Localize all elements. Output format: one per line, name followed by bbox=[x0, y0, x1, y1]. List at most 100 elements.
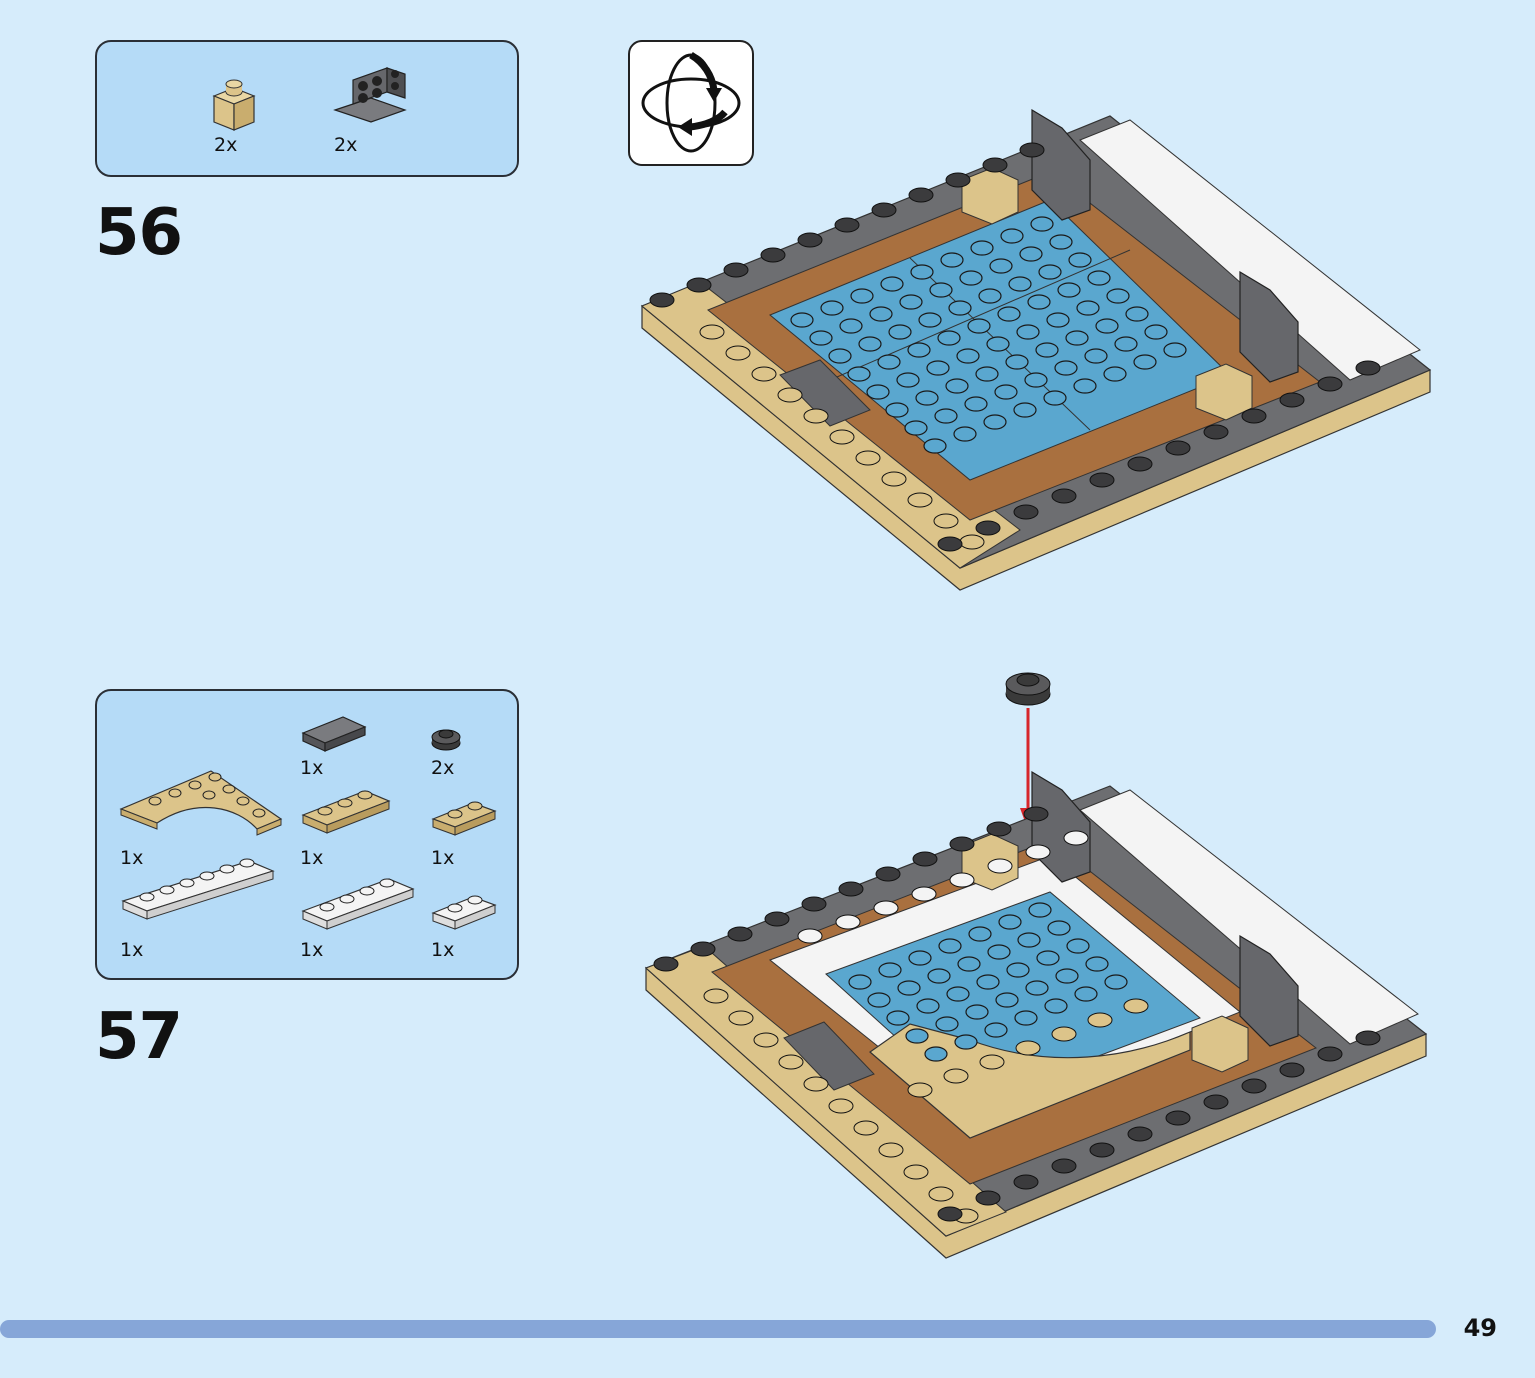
stud bbox=[983, 414, 1007, 430]
stud bbox=[777, 387, 803, 403]
stud bbox=[1044, 998, 1068, 1014]
stud bbox=[797, 928, 823, 944]
edge-studs bbox=[937, 360, 1381, 552]
stud bbox=[975, 1190, 1001, 1206]
stud bbox=[1076, 300, 1100, 316]
stud bbox=[967, 318, 991, 334]
stud bbox=[984, 1022, 1008, 1038]
stud bbox=[927, 968, 951, 984]
stud bbox=[1104, 974, 1128, 990]
stud bbox=[1203, 424, 1229, 440]
stud bbox=[949, 836, 975, 852]
progress-bar bbox=[0, 1320, 1436, 1338]
stud bbox=[1014, 1010, 1038, 1026]
stud bbox=[881, 471, 907, 487]
part-qty: 2x bbox=[214, 134, 238, 156]
stud bbox=[982, 157, 1008, 173]
tan-plate-1x3-icon bbox=[301, 790, 391, 834]
stud bbox=[855, 450, 881, 466]
stud bbox=[1074, 986, 1098, 1002]
stud bbox=[1087, 270, 1111, 286]
stud bbox=[1023, 806, 1049, 822]
edge-studs bbox=[703, 988, 979, 1224]
edge-studs bbox=[649, 142, 1045, 308]
stud bbox=[839, 318, 863, 334]
stud bbox=[970, 240, 994, 256]
stud bbox=[869, 306, 893, 322]
stud bbox=[954, 1034, 978, 1050]
stud bbox=[1000, 228, 1024, 244]
stud bbox=[1165, 440, 1191, 456]
stud bbox=[803, 1076, 829, 1092]
stud bbox=[828, 1098, 854, 1114]
stud bbox=[1043, 390, 1067, 406]
stud bbox=[1051, 1158, 1077, 1174]
stud bbox=[760, 247, 786, 263]
stud bbox=[1241, 408, 1267, 424]
stud bbox=[875, 866, 901, 882]
stud bbox=[904, 420, 928, 436]
stud bbox=[918, 312, 942, 328]
stud bbox=[728, 1010, 754, 1026]
stud bbox=[912, 851, 938, 867]
tan-curved-plate-icon bbox=[119, 770, 283, 836]
stud bbox=[986, 821, 1012, 837]
stud bbox=[1125, 306, 1149, 322]
stud bbox=[871, 202, 897, 218]
stud bbox=[975, 520, 1001, 536]
stud bbox=[1095, 318, 1119, 334]
stud bbox=[727, 926, 753, 942]
stud bbox=[994, 384, 1018, 400]
stud bbox=[1203, 1094, 1229, 1110]
stud bbox=[945, 378, 969, 394]
stud bbox=[797, 232, 823, 248]
stud bbox=[690, 941, 716, 957]
stud bbox=[847, 366, 871, 382]
parts-callout-step-56: 2x 2x bbox=[95, 40, 519, 177]
stud bbox=[907, 1082, 933, 1098]
stud bbox=[764, 911, 790, 927]
stud bbox=[1055, 968, 1079, 984]
stud bbox=[1046, 312, 1070, 328]
round-plate-icon bbox=[431, 729, 461, 751]
stud bbox=[878, 962, 902, 978]
stud bbox=[866, 384, 890, 400]
stud bbox=[1073, 378, 1097, 394]
stud bbox=[1279, 392, 1305, 408]
part-qty: 1x bbox=[300, 939, 324, 961]
white-plate-1x4-icon bbox=[301, 878, 415, 930]
part-qty: 2x bbox=[431, 757, 455, 779]
stud bbox=[916, 998, 940, 1014]
stud bbox=[686, 277, 712, 293]
stud bbox=[945, 172, 971, 188]
stud bbox=[979, 1054, 1005, 1070]
edge-studs bbox=[937, 1030, 1381, 1222]
stud bbox=[803, 408, 829, 424]
stud bbox=[935, 1016, 959, 1032]
stud bbox=[850, 288, 874, 304]
stud bbox=[867, 992, 891, 1008]
stud bbox=[959, 534, 985, 550]
stud bbox=[848, 974, 872, 990]
stud bbox=[1025, 980, 1049, 996]
stud bbox=[907, 492, 933, 508]
stud bbox=[1317, 376, 1343, 392]
stud bbox=[937, 536, 963, 552]
stud bbox=[1051, 1026, 1077, 1042]
stud bbox=[987, 858, 1013, 874]
model-step-57 bbox=[644, 672, 1428, 1259]
stud bbox=[910, 264, 934, 280]
stud bbox=[1114, 336, 1138, 352]
stud bbox=[908, 187, 934, 203]
edge-studs bbox=[797, 830, 1089, 944]
stud bbox=[924, 1046, 948, 1062]
stud bbox=[1008, 276, 1032, 292]
stud bbox=[858, 336, 882, 352]
stud bbox=[907, 342, 931, 358]
stud bbox=[1127, 456, 1153, 472]
edge-studs bbox=[653, 806, 1049, 972]
stud bbox=[1065, 330, 1089, 346]
stud bbox=[975, 366, 999, 382]
stud bbox=[1036, 950, 1060, 966]
stud bbox=[1013, 1174, 1039, 1190]
